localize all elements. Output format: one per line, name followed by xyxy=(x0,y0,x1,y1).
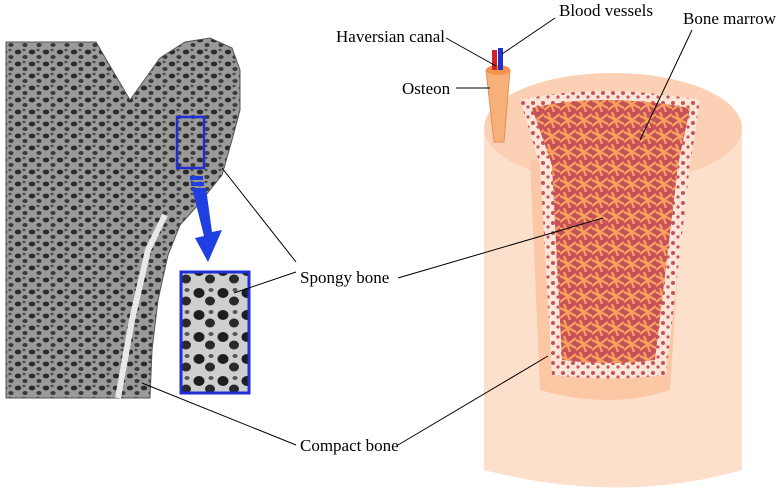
femur-section xyxy=(5,37,251,399)
zoom-arrow xyxy=(190,176,222,262)
leader-lines xyxy=(141,17,693,446)
bone-cylinder xyxy=(484,48,742,488)
label-blood-vessels: Blood vessels xyxy=(559,1,653,20)
osteon xyxy=(485,48,511,143)
label-osteon: Osteon xyxy=(402,79,451,98)
leader-spongy-bone-photo xyxy=(221,167,297,263)
zoomed-spongy-bone xyxy=(179,270,251,395)
label-compact-bone: Compact bone xyxy=(300,436,399,455)
leader-haversian-canal xyxy=(445,37,497,67)
trabecular-mesh xyxy=(532,100,690,363)
leader-compact-bone-diagram xyxy=(397,355,549,446)
femur-silhouette xyxy=(5,37,241,399)
leader-bone-marrow xyxy=(639,29,693,141)
zoom-region-box xyxy=(175,115,206,170)
leader-blood-vessels xyxy=(501,17,556,55)
leader-spongy-bone-zoom xyxy=(233,271,297,294)
leader-spongy-bone-diagram xyxy=(397,217,604,279)
label-spongy-bone: Spongy bone xyxy=(300,268,389,287)
blood-vessel-red xyxy=(492,50,497,70)
blood-vessel-blue xyxy=(498,48,503,70)
femur-cortex-edge xyxy=(115,213,168,399)
label-bone-marrow: Bone marrow xyxy=(683,9,777,28)
label-haversian-canal: Haversian canal xyxy=(336,27,445,46)
leader-compact-bone-photo xyxy=(141,382,297,446)
